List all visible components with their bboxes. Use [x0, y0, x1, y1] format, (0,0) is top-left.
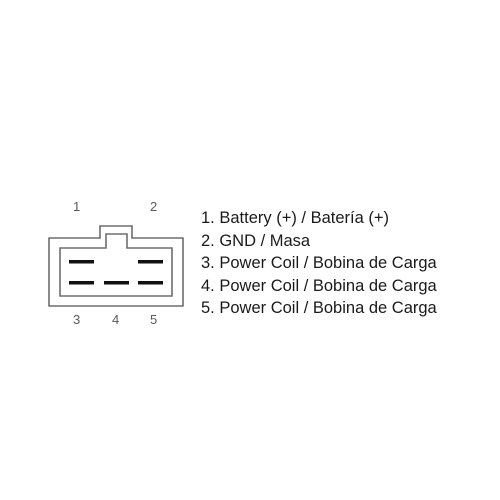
pin-4-terminal	[104, 281, 129, 285]
legend-item-3: 3. Power Coil / Bobina de Carga	[201, 254, 437, 272]
legend-item-2: 2. GND / Masa	[201, 231, 311, 250]
pin-legend: 1. Battery (+) / Batería (+) 2. GND / Ma…	[201, 207, 437, 320]
pin-5-terminal	[138, 281, 163, 285]
connector-housing-inner	[59, 233, 173, 297]
pin-label-3: 3	[73, 312, 81, 327]
connector-housing-outer	[48, 225, 184, 307]
pin-label-5: 5	[150, 312, 158, 327]
legend-item-4: 4. Power Coil / Bobina de Carga	[201, 276, 437, 295]
legend-item-5: 5. Power Coil / Bobina de Carga	[201, 299, 437, 317]
pin-1-terminal	[69, 260, 94, 264]
pin-label-2: 2	[150, 199, 158, 214]
pin-2-terminal	[138, 260, 163, 264]
legend-item-1: 1. Battery (+) / Batería (+)	[201, 209, 389, 227]
pin-label-1: 1	[73, 199, 81, 214]
pin-label-4: 4	[112, 312, 120, 327]
pin-3-terminal	[69, 281, 94, 285]
